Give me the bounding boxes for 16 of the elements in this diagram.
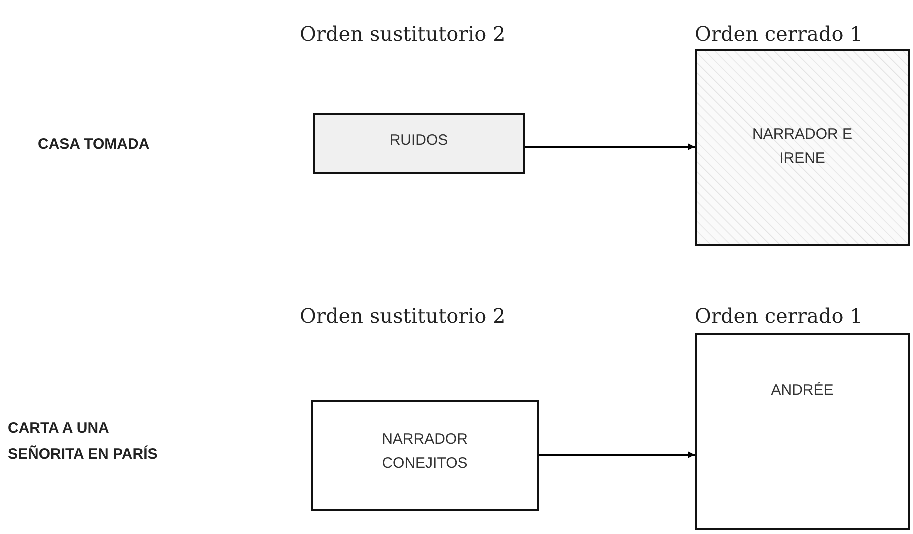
- arrow: [525, 144, 695, 150]
- process-box: [313, 113, 525, 174]
- box-label: ANDRÉE: [770, 381, 835, 401]
- process-box: [311, 400, 539, 511]
- section-heading: Orden sustitutorio 2: [300, 304, 506, 328]
- hatched-box: [695, 49, 910, 246]
- process-box: [695, 333, 910, 530]
- section-heading: Orden cerrado 1: [695, 304, 863, 328]
- arrow: [539, 452, 695, 458]
- section-heading: Orden cerrado 1: [695, 22, 863, 46]
- box-label: NARRADOR CONEJITOS: [381, 430, 469, 474]
- story-title: CARTA A UNA SEÑORITA EN PARÍS: [8, 419, 159, 466]
- box-label: NARRADOR E IRENE: [751, 125, 854, 169]
- box-label: RUIDOS: [388, 131, 450, 151]
- story-title: CASA TOMADA: [38, 135, 151, 155]
- section-heading: Orden sustitutorio 2: [300, 22, 506, 46]
